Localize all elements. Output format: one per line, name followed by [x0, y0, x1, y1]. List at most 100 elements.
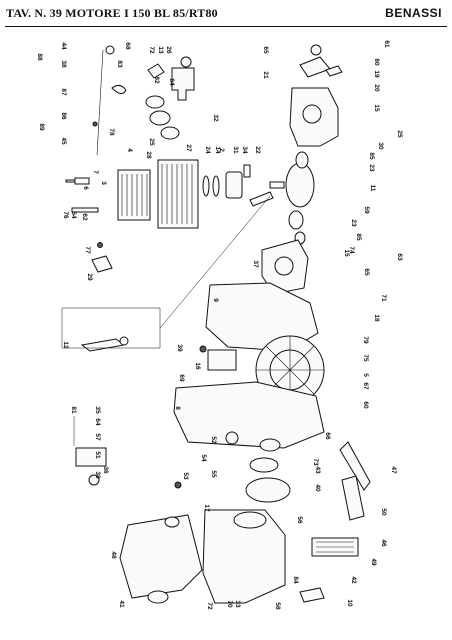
case-bearing-seat: [274, 256, 294, 276]
main-bearing-housing: [302, 104, 322, 124]
piston-pin: [243, 164, 251, 178]
mounting-bracket: [75, 447, 107, 467]
callout-44: 44: [60, 42, 67, 50]
callout-27: 27: [185, 144, 192, 152]
callout-67: 67: [362, 382, 369, 390]
callout-59: 59: [363, 206, 370, 214]
carburettor: [171, 67, 195, 101]
gasket-ring: [202, 175, 210, 197]
muffler-end-cap: [147, 590, 169, 604]
parts-drawings: [61, 44, 371, 604]
piston-ring: [212, 175, 220, 197]
sponge-texture: [316, 541, 354, 553]
callout-21: 21: [262, 71, 269, 79]
bracket-washer: [88, 474, 100, 486]
callout-77: 77: [84, 246, 91, 254]
callout-40: 40: [314, 484, 321, 492]
rod-bracket: [111, 84, 127, 94]
callout-23b: 23: [350, 219, 357, 227]
connecting-rod: [249, 191, 274, 207]
callout-63: 63: [396, 253, 403, 261]
fan-key: [325, 65, 343, 77]
callout-64b: 64: [94, 418, 101, 426]
fan-cover: [173, 381, 325, 449]
callout-52: 52: [210, 436, 217, 444]
callout-65b: 65: [363, 268, 370, 276]
callout-56: 56: [296, 516, 303, 524]
cover-grommet: [225, 431, 239, 445]
callout-53: 53: [182, 472, 189, 480]
muffler: [119, 514, 203, 599]
callout-36: 36: [102, 466, 109, 474]
callout-15b: 15: [343, 249, 350, 257]
callout-66: 66: [324, 432, 331, 440]
callout-45: 45: [60, 137, 67, 145]
callout-55: 55: [210, 470, 217, 478]
rod-clip: [105, 45, 115, 55]
callout-13: 13: [157, 46, 164, 54]
callout-73: 73: [312, 458, 319, 466]
callout-69: 69: [178, 374, 185, 382]
rod-nut: [92, 121, 98, 127]
callout-22: 22: [254, 146, 261, 154]
callout-72b: 72: [206, 602, 213, 610]
callout-81: 81: [70, 406, 77, 414]
callout-68a: 68: [124, 42, 131, 50]
callout-16: 16: [194, 362, 201, 370]
callout-64: 64: [70, 211, 77, 219]
clutch-housing: [202, 509, 286, 604]
exhaust-flange: [164, 516, 180, 528]
callout-88: 88: [36, 53, 43, 61]
header-divider: [5, 26, 447, 27]
callout-12: 12: [62, 341, 69, 349]
callout-28: 28: [145, 151, 152, 159]
stud-nut: [97, 242, 103, 248]
stop-lever: [299, 587, 325, 603]
callout-37: 37: [252, 260, 259, 268]
cylinder-fins: [161, 164, 193, 224]
callout-18: 18: [373, 314, 380, 322]
callout-43: 43: [314, 466, 321, 474]
callout-47: 47: [390, 466, 397, 474]
callout-25a: 25: [148, 138, 155, 146]
callout-75: 75: [362, 354, 369, 362]
ignition-coil: [207, 349, 237, 371]
spark-plug: [65, 177, 90, 185]
callout-49: 49: [370, 558, 377, 566]
callout-65a: 65: [262, 46, 269, 54]
callout-87: 87: [60, 88, 67, 96]
bearing-top: [295, 151, 309, 169]
callout-54: 54: [200, 454, 207, 462]
callout-7: 7: [92, 170, 99, 174]
callout-70: 70: [226, 600, 233, 608]
callout-3: 3: [100, 181, 107, 185]
callout-23a: 23: [368, 164, 375, 172]
fan-nut: [310, 44, 322, 56]
reed-plate: [91, 255, 113, 273]
bearing-bottom: [288, 210, 304, 230]
crankshaft-web: [285, 162, 315, 208]
callout-82: 82: [153, 76, 160, 84]
callout-11: 11: [369, 185, 376, 192]
callout-46: 46: [380, 539, 387, 547]
callout-8: 8: [174, 406, 181, 410]
callout-58: 58: [274, 602, 281, 610]
callout-4: 4: [126, 148, 133, 152]
callout-35: 35: [94, 406, 101, 414]
callout-42: 42: [350, 576, 357, 584]
filter-element: [341, 475, 365, 521]
callout-50: 50: [380, 508, 387, 516]
callout-85b: 85: [355, 233, 362, 241]
coil-screw: [199, 345, 207, 353]
manifold-gasket: [160, 126, 180, 140]
callout-48: 48: [110, 551, 117, 559]
callout-14: 14: [214, 146, 221, 154]
callout-17: 17: [203, 504, 210, 512]
callout-33: 33: [234, 600, 241, 608]
throttle-rod: [96, 49, 104, 156]
intake-gasket: [145, 95, 165, 109]
callout-29: 29: [86, 273, 93, 281]
